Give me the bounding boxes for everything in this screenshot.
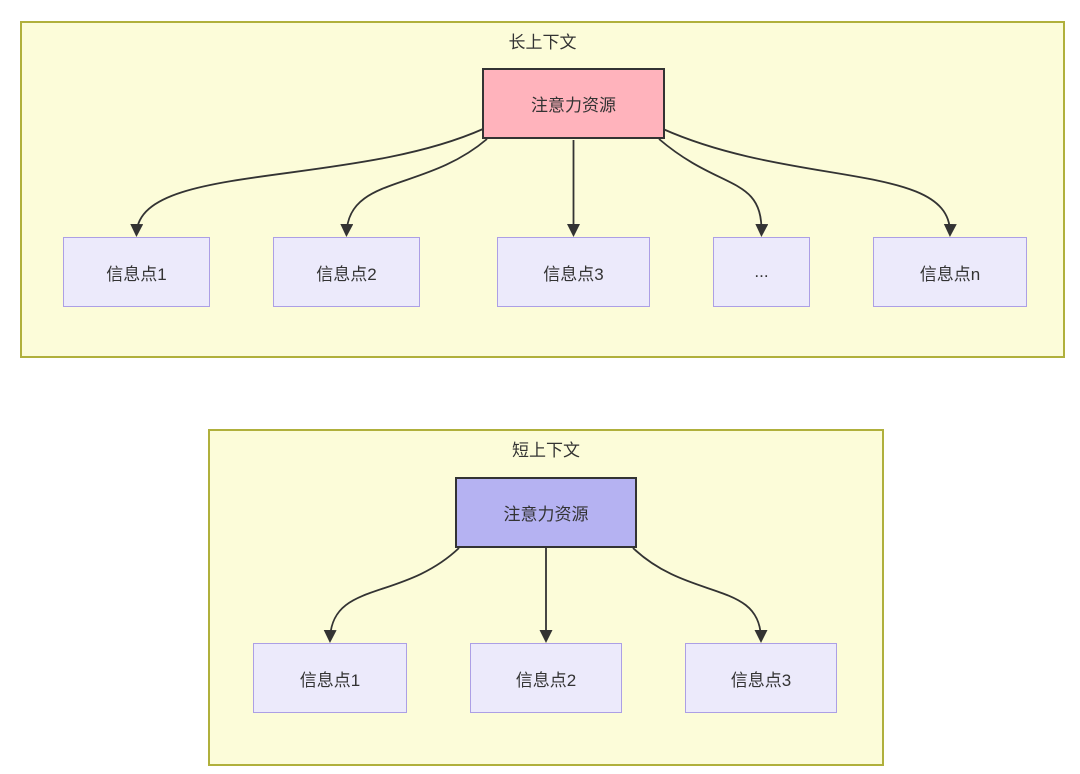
- attention-resource-node-long: 注意力资源: [482, 68, 665, 139]
- info-node-short-1: 信息点1: [253, 643, 407, 713]
- info-node-long-1: 信息点1: [63, 237, 210, 307]
- info-node-long-3: 信息点3: [497, 237, 650, 307]
- info-node-long-n: 信息点n: [873, 237, 1027, 307]
- short-context-title: 短上下文: [512, 441, 580, 460]
- long-context-title: 长上下文: [508, 33, 577, 52]
- info-node-long-ellipsis: ...: [713, 237, 810, 307]
- info-node-short-3: 信息点3: [685, 643, 837, 713]
- attention-resource-node-short: 注意力资源: [455, 477, 637, 548]
- info-node-long-2: 信息点2: [273, 237, 420, 307]
- info-node-short-2: 信息点2: [470, 643, 622, 713]
